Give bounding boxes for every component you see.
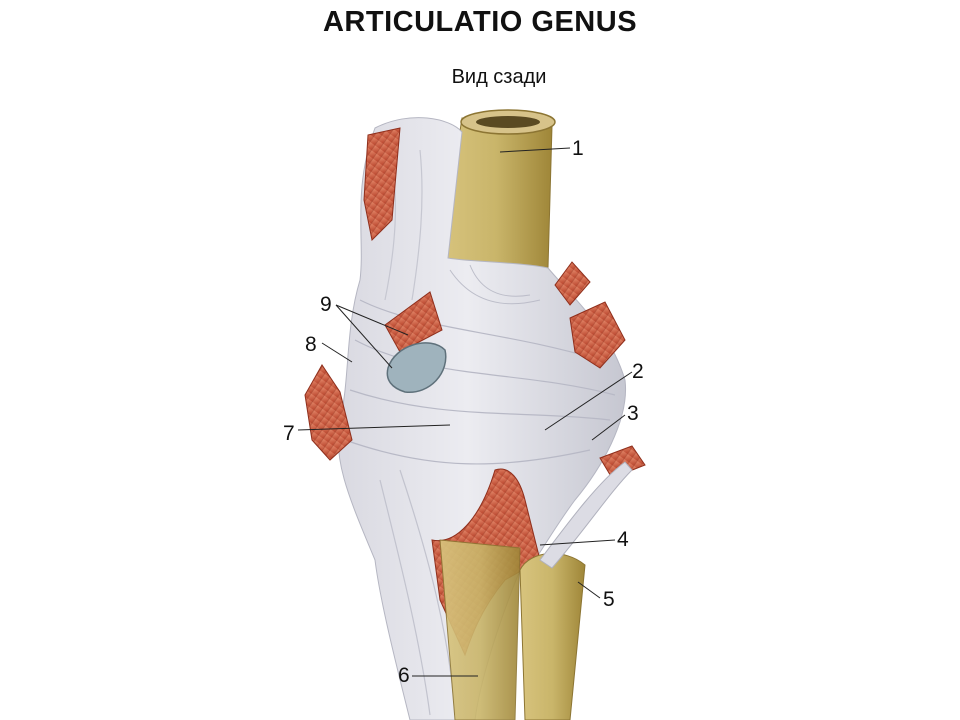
page-subtitle: Вид сзади xyxy=(451,66,547,88)
label-7: 7 xyxy=(283,422,295,445)
label-4: 4 xyxy=(617,528,629,551)
leader-line-8 xyxy=(321,342,353,363)
femur-shaft xyxy=(439,109,556,269)
leader-line-4 xyxy=(539,539,616,546)
medial-muscle-stump xyxy=(384,291,443,353)
tibia xyxy=(439,539,521,720)
number-labels: 1 2 3 4 5 6 7 8 9 xyxy=(283,137,644,687)
label-1: 1 xyxy=(572,137,584,160)
page-title: ARTICULATIO GENUS xyxy=(322,6,638,38)
leader-line-9a xyxy=(335,304,393,369)
leader-line-9b xyxy=(335,304,409,336)
label-2: 2 xyxy=(632,360,644,383)
bursa xyxy=(386,342,447,393)
leader-line-5 xyxy=(577,581,601,599)
leader-line-1 xyxy=(499,147,571,153)
label-9: 9 xyxy=(320,293,332,316)
left-muscle-stump xyxy=(304,364,353,461)
leader-lines xyxy=(297,147,633,677)
label-3: 3 xyxy=(627,402,639,425)
biceps-tendon xyxy=(539,461,633,569)
fibula xyxy=(519,553,586,720)
upper-left-muscle xyxy=(363,127,401,242)
label-6: 6 xyxy=(398,664,410,687)
leader-line-7 xyxy=(297,424,451,431)
right-muscle-stumps xyxy=(554,261,646,479)
label-8: 8 xyxy=(305,333,317,356)
leader-line-2 xyxy=(544,371,633,431)
leader-line-3 xyxy=(591,414,626,441)
label-5: 5 xyxy=(603,588,615,611)
